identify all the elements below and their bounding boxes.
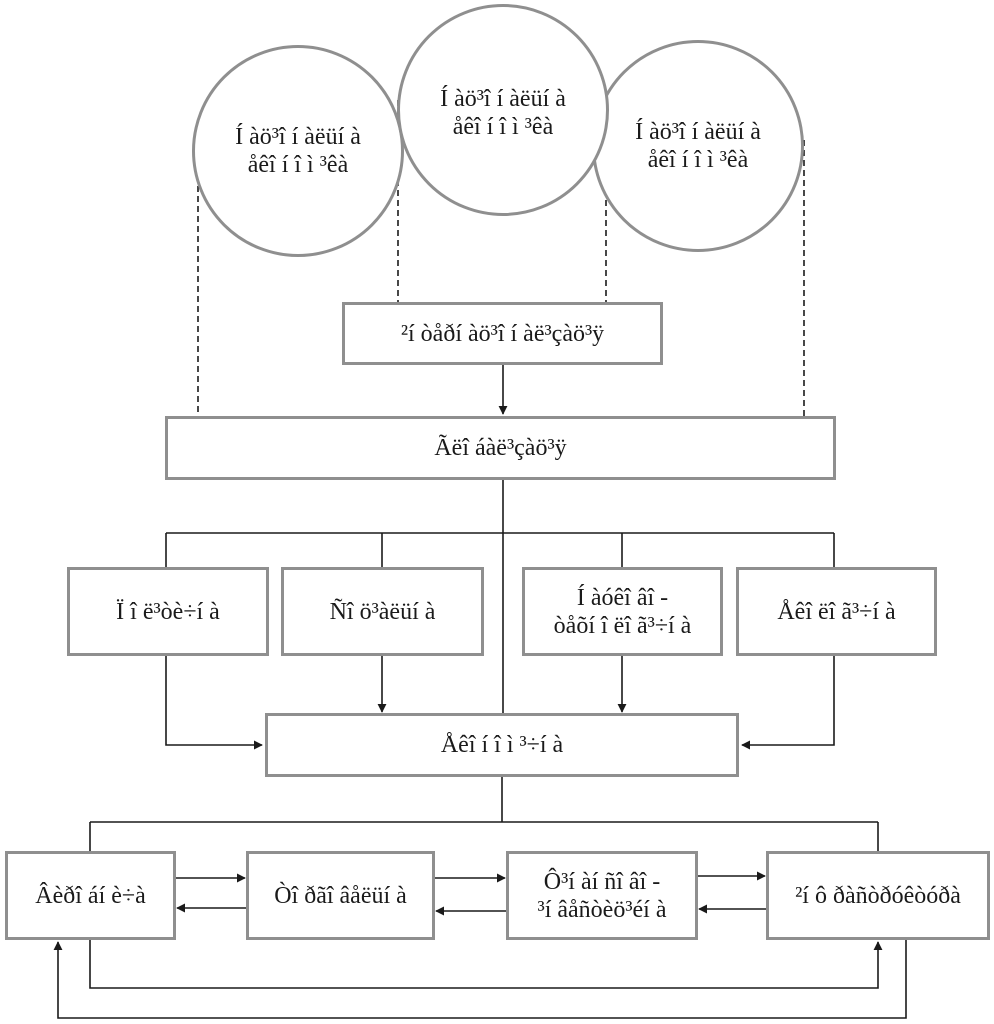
- box-political: Ï î ë³òè÷í à: [67, 567, 269, 656]
- box-label: ²í ô ðàñòðóêòóðà: [795, 882, 961, 909]
- circle-national-economy-left: Í àö³î í àëüí à åêî í î ì ³êà: [192, 45, 404, 257]
- circle-national-economy-center: Í àö³î í àëüí à åêî í î ì ³êà: [397, 4, 609, 216]
- circle-label: Í àö³î í àëüí à åêî í î ì ³êà: [635, 119, 761, 173]
- box-financial-investment: Ô³í àí ñî âî - ³í âåñòèö³éí à: [506, 851, 698, 940]
- loop-infra-to-prod: [53, 940, 907, 1019]
- box-label: Ô³í àí ñî âî - ³í âåñòèö³éí à: [537, 868, 667, 923]
- box-economic: Åêî í î ì ³÷í à: [265, 713, 739, 777]
- box-scientific-technological: Í àóêî âî - òåõí î ëî ã³÷í à: [522, 567, 723, 656]
- box-label: Ï î ë³òè÷í à: [116, 598, 220, 625]
- box-social: Ñî ö³àëüí à: [281, 567, 484, 656]
- box-label: Òî ðãî âåëüí à: [274, 882, 407, 909]
- box-production: Âèðî áí è÷à: [5, 851, 176, 940]
- box-label: Í àóêî âî - òåõí î ëî ã³÷í à: [553, 584, 692, 639]
- box-label: Ñî ö³àëüí à: [329, 598, 436, 625]
- box-label: Åêî ëî ã³÷í à: [777, 598, 896, 625]
- box-infrastructure: ²í ô ðàñòðóêòóðà: [766, 851, 990, 940]
- circle-label: Í àö³î í àëüí à åêî í î ì ³êà: [235, 124, 361, 178]
- box-globalization: Ãëî áàë³çàö³ÿ: [165, 416, 836, 480]
- box-label: Âèðî áí è÷à: [35, 882, 146, 909]
- arrow-ecological-to-economic: [741, 655, 835, 750]
- box-international-integration: ²í òåðí àö³î í àë³çàö³ÿ: [342, 302, 663, 365]
- box-label: Åêî í î ì ³÷í à: [440, 732, 564, 758]
- loop-prod-to-infra: [89, 940, 883, 989]
- box-ecological: Åêî ëî ã³÷í à: [736, 567, 937, 656]
- box-trade: Òî ðãî âåëüí à: [246, 851, 435, 940]
- box-label: ²í òåðí àö³î í àë³çàö³ÿ: [400, 320, 605, 347]
- circle-national-economy-right: Í àö³î í àëüí à åêî í î ì ³êà: [592, 40, 804, 252]
- box-label: Ãëî áàë³çàö³ÿ: [434, 435, 567, 461]
- arrow-political-to-economic: [165, 655, 263, 750]
- circle-label: Í àö³î í àëüí à åêî í î ì ³êà: [440, 86, 566, 140]
